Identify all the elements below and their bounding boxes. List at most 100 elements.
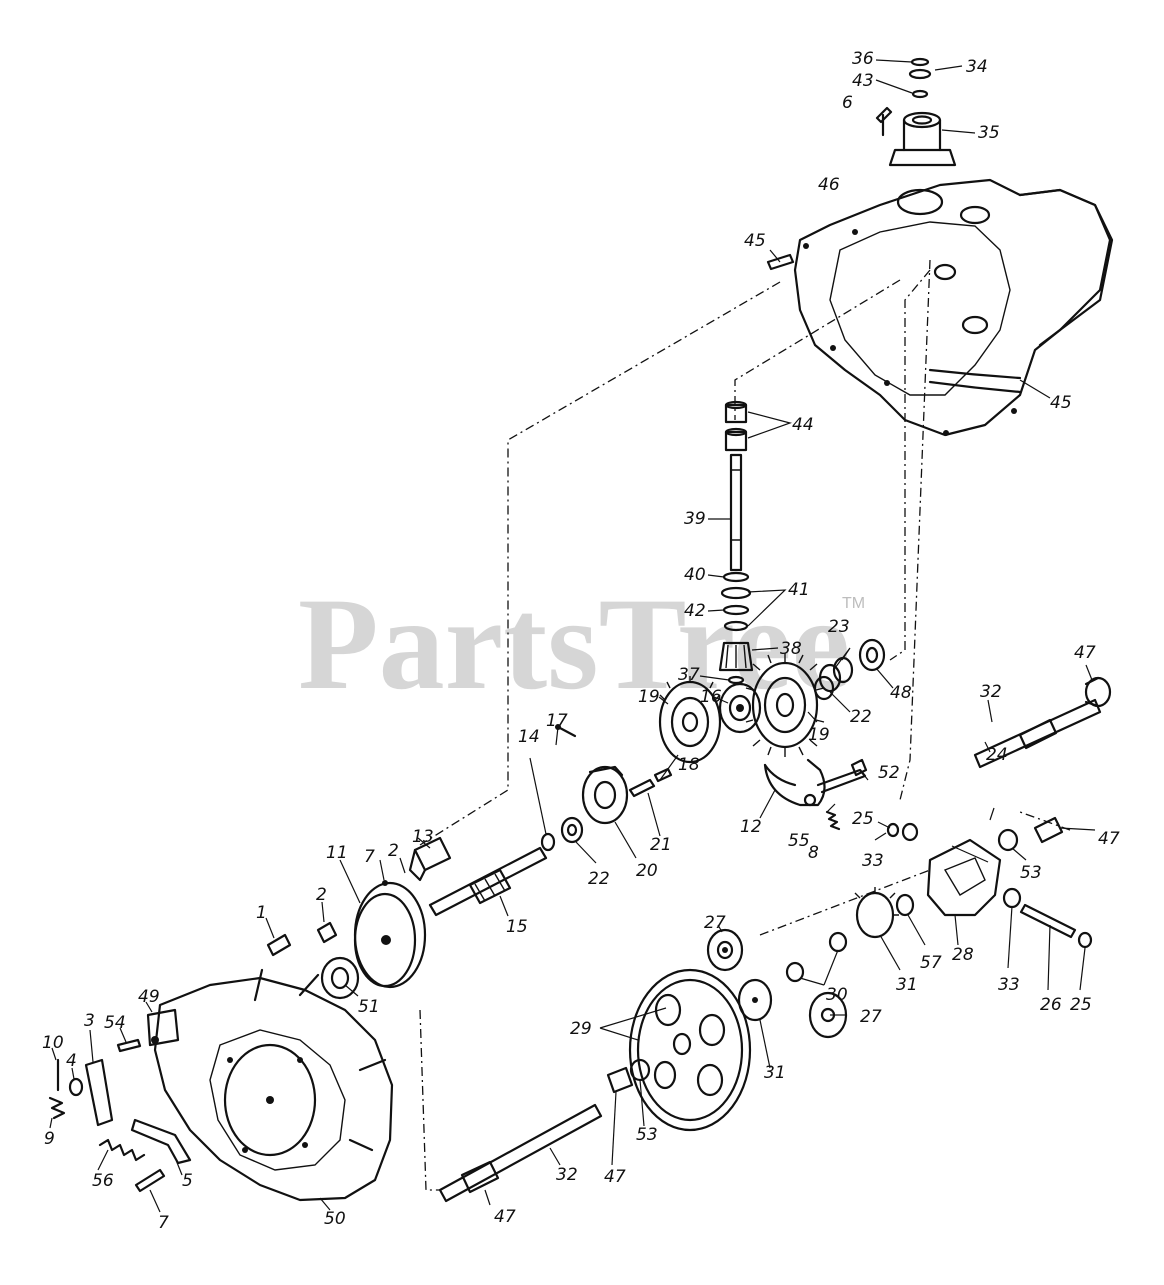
- callout-15: 15: [506, 917, 528, 937]
- key-1: [266, 933, 292, 957]
- callout-47-mid: 47: [1098, 829, 1120, 849]
- watermark-text: PartsTree: [298, 570, 850, 717]
- callout-27-upper: 27: [704, 913, 726, 933]
- callout-47-lower: 47: [604, 1167, 626, 1187]
- callout-1: 1: [256, 903, 267, 923]
- bolt-7-upper: [382, 880, 388, 886]
- callout-9: 9: [44, 1129, 55, 1149]
- callout-45-upper: 45: [744, 231, 766, 251]
- large-gear-29: [628, 968, 752, 1132]
- leader-lines: [49, 59, 1096, 1213]
- washer-22-left: [560, 816, 584, 844]
- callout-13: 13: [412, 827, 434, 847]
- lever-5: [130, 1118, 192, 1165]
- watermark: PartsTree TM: [298, 570, 865, 717]
- callout-12: 12: [740, 817, 762, 837]
- callout-43: 43: [852, 71, 874, 91]
- callout-10: 10: [42, 1033, 64, 1053]
- pin-52: [850, 758, 868, 777]
- gear-27-upper: [706, 928, 744, 972]
- shaft-15: [428, 846, 548, 917]
- bearing-48: [858, 638, 886, 672]
- callout-27-lower: 27: [860, 1007, 882, 1027]
- bushing-35: [888, 111, 957, 167]
- callout-34: 34: [966, 57, 988, 77]
- spacer-30: [785, 931, 848, 983]
- callout-22-left: 22: [588, 869, 610, 889]
- callout-53-right: 53: [1020, 863, 1042, 883]
- carrier-19-left: [658, 676, 722, 764]
- bolt-7-lower: [134, 1168, 166, 1193]
- lower-housing-50: [153, 968, 394, 1202]
- callout-36: 36: [852, 49, 874, 69]
- callout-37: 37: [678, 665, 700, 685]
- callout-28: 28: [952, 945, 974, 965]
- callout-31-lower: 31: [764, 1063, 786, 1083]
- pin-45-upper: [766, 253, 795, 271]
- pin-18-21: [628, 767, 673, 798]
- callout-3: 3: [84, 1011, 95, 1031]
- spring-56: [98, 1138, 146, 1162]
- callout-22-right: 22: [850, 707, 872, 727]
- bevel-gear-19: [745, 653, 825, 757]
- callout-20: 20: [636, 861, 658, 881]
- callout-25-lower: 25: [1070, 995, 1092, 1015]
- callout-30: 30: [826, 985, 848, 1005]
- callout-55: 55: [788, 831, 810, 851]
- bushing-47-lower-mid: [606, 1066, 634, 1094]
- callout-25-upper: 25: [852, 809, 874, 829]
- callout-46: 46: [818, 175, 840, 195]
- callout-29: 29: [570, 1019, 592, 1039]
- gear-31-lower: [737, 978, 773, 1022]
- callout-2-lower: 2: [316, 885, 327, 905]
- callout-6: 6: [842, 93, 853, 113]
- bevel-gear-31-upper: [854, 887, 899, 939]
- callout-19-left: 19: [638, 687, 660, 707]
- callout-47-bottom: 47: [494, 1207, 516, 1227]
- callout-26: 26: [1040, 995, 1062, 1015]
- callout-33-left: 33: [862, 851, 884, 871]
- callout-47-top: 47: [1074, 643, 1096, 663]
- callout-21: 21: [650, 835, 672, 855]
- washer-stack-36-34-43: [908, 57, 932, 99]
- bracket-13: [408, 836, 452, 882]
- upper-housing-46: [793, 178, 1114, 437]
- washer-57: [895, 893, 915, 917]
- washer-4: [68, 1077, 84, 1097]
- bushing-47-top-right: [1084, 676, 1112, 708]
- ring-14: [540, 832, 556, 852]
- callout-51: 51: [358, 997, 380, 1017]
- washer-22-right: [813, 675, 835, 701]
- callout-32-right: 32: [980, 682, 1002, 702]
- callout-48: 48: [890, 683, 912, 703]
- shaft-26: [1019, 903, 1077, 939]
- callout-40: 40: [684, 565, 706, 585]
- callout-labels: 36 34 43 6 35 46 45 45 44 39 40 41 42 38…: [42, 49, 1120, 1233]
- callout-19-right: 19: [808, 725, 830, 745]
- callout-56: 56: [92, 1171, 114, 1191]
- callout-32-lower: 32: [556, 1165, 578, 1185]
- spring-55-8: [825, 810, 841, 831]
- shaft-39: [729, 453, 743, 572]
- callout-11: 11: [326, 843, 348, 863]
- callout-4: 4: [66, 1051, 77, 1071]
- callout-31-upper: 31: [896, 975, 918, 995]
- callout-16: 16: [700, 687, 722, 707]
- callout-38: 38: [780, 639, 802, 659]
- callout-54: 54: [104, 1013, 126, 1033]
- callout-23: 23: [828, 617, 850, 637]
- callout-52: 52: [878, 763, 900, 783]
- callout-14: 14: [518, 727, 540, 747]
- spring-10-9: [48, 1058, 66, 1120]
- bearing-stack-44: [724, 400, 748, 452]
- callout-8: 8: [808, 843, 819, 863]
- callout-7-upper: 7: [364, 847, 375, 867]
- lever-3: [84, 1058, 114, 1127]
- callout-7-lower: 7: [158, 1213, 169, 1233]
- watermark-trademark: TM: [842, 595, 865, 612]
- callout-18: 18: [678, 755, 700, 775]
- nut-25: [886, 822, 1093, 949]
- callout-49: 49: [138, 987, 160, 1007]
